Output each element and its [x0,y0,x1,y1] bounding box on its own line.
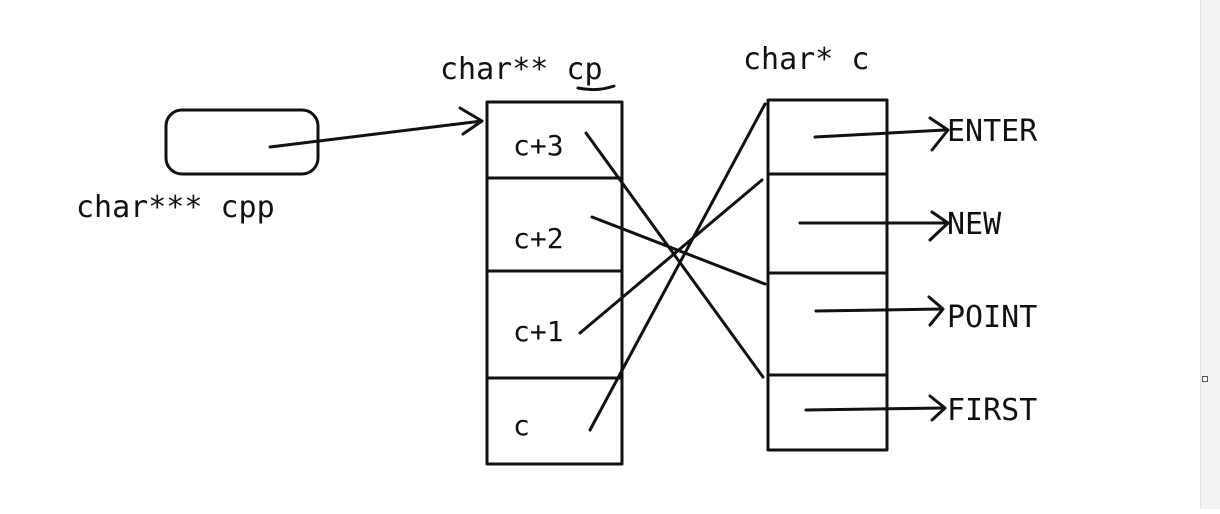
first-arrow [804,394,947,422]
string-enter: ENTER [947,114,1038,149]
c-cell-3-box [766,373,889,452]
cp-label: char** cp [440,52,603,87]
c-cell-2-box [766,271,889,377]
cp-array [485,100,624,466]
new-arrow [798,210,950,242]
cpp-label: char*** cpp [76,190,275,225]
cp-cell-2-value: c+1 [513,315,564,348]
cpp-box [164,108,320,176]
cp-c1-to-new-line [578,178,764,335]
scrollbar-track[interactable] [1200,0,1220,509]
cp-c-to-enter-line [588,102,767,432]
cp-cell-1-value: c+2 [513,222,564,255]
string-first: FIRST [947,393,1037,428]
scroll-marker [1202,376,1208,382]
cp-cell-0-value: c+3 [513,129,564,162]
c-array [766,98,889,452]
diagram-canvas: char*** cpp char** cp char* c c+3 c+2 c+… [76,42,1039,466]
c-label: char* c [743,42,869,77]
cp-cell-3-box [485,376,624,466]
cp-cell-3-value: c [513,409,530,442]
string-point: POINT [947,300,1037,335]
enter-arrow [813,116,950,152]
string-new: NEW [947,207,1002,242]
cp-underline [576,84,616,92]
cpp-to-cp-arrow [268,106,484,149]
pointer-diagram: char*** cpp char** cp char* c c+3 c+2 c+… [76,42,1038,466]
point-arrow [814,295,945,327]
